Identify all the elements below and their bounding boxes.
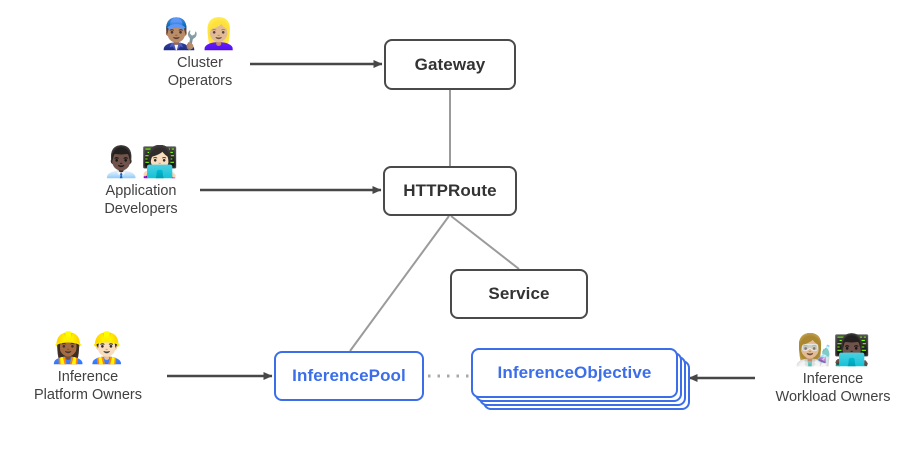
actor-cluster-operators[interactable]: 👨🏽‍🔧👱🏼‍♀️ Cluster Operators bbox=[136, 18, 264, 90]
node-inferencepool[interactable]: InferencePool bbox=[274, 351, 424, 401]
actor-cluster-operators-label: Cluster Operators bbox=[167, 55, 233, 89]
edge-httproute-inferencepool bbox=[349, 215, 450, 352]
actor-inference-platform-owners[interactable]: 👷🏾‍♀️👷🏻‍♂️ Inference Platform Owners bbox=[18, 332, 158, 404]
node-service-label: Service bbox=[488, 284, 550, 303]
actor-inference-workload-owners[interactable]: 👩🏼‍🔬👨🏿‍💻 Inference Workload Owners bbox=[763, 334, 902, 406]
node-service[interactable]: Service bbox=[450, 269, 588, 319]
application-developers-emoji-icon: 👨🏿‍💼👩🏻‍💻 bbox=[102, 146, 180, 179]
node-inferencepool-label: InferencePool bbox=[292, 366, 406, 385]
cluster-operators-emoji-icon: 👨🏽‍🔧👱🏼‍♀️ bbox=[161, 18, 239, 51]
node-gateway-label: Gateway bbox=[414, 54, 486, 74]
edge-httproute-service bbox=[450, 215, 520, 270]
node-gateway[interactable]: Gateway bbox=[384, 39, 516, 90]
inference-workload-owners-emoji-icon: 👩🏼‍🔬👨🏿‍💻 bbox=[794, 334, 872, 367]
actor-application-developers[interactable]: 👨🏿‍💼👩🏻‍💻 Application Developers bbox=[76, 146, 206, 218]
actor-inference-workload-owners-label: Inference Workload Owners bbox=[775, 371, 891, 405]
node-inferenceobjective-label: InferenceObjective bbox=[497, 363, 652, 382]
inference-platform-owners-emoji-icon: 👷🏾‍♀️👷🏻‍♂️ bbox=[49, 332, 127, 365]
actor-inference-platform-owners-label: Inference Platform Owners bbox=[34, 369, 142, 403]
node-httproute-label: HTTPRoute bbox=[403, 181, 497, 200]
actor-application-developers-label: Application Developers bbox=[104, 183, 178, 217]
node-inferenceobjective[interactable]: InferenceObjective bbox=[471, 348, 678, 398]
node-httproute[interactable]: HTTPRoute bbox=[383, 166, 517, 216]
